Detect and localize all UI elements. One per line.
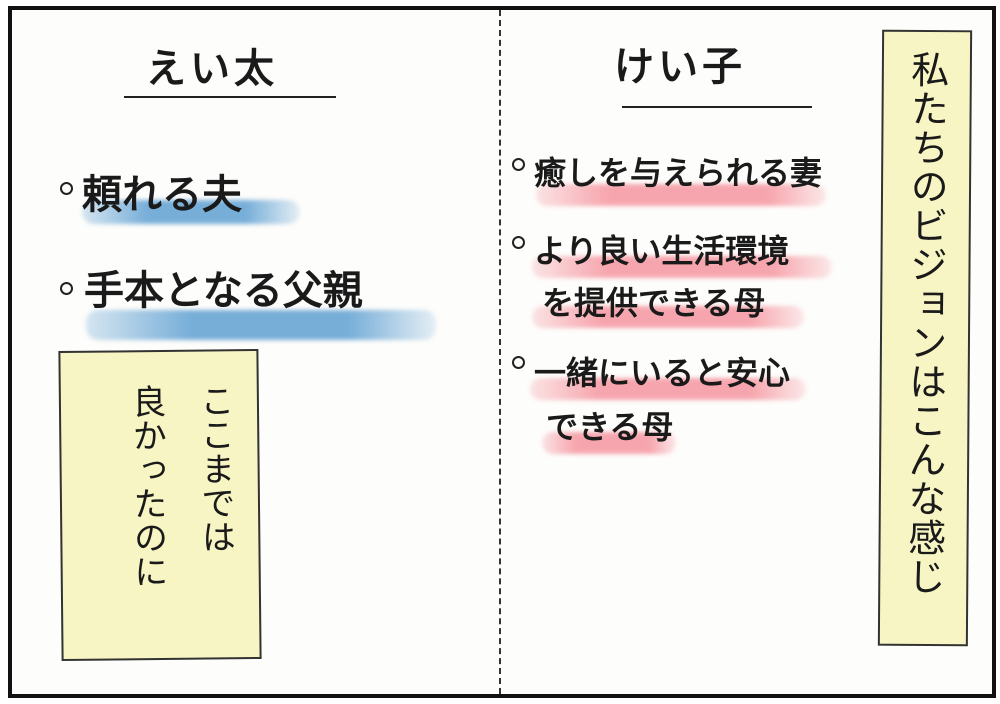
note-line-1: ここまでは	[193, 383, 236, 554]
pink-highlight	[532, 256, 832, 278]
sticky-note: ここまでは 良かったのに	[58, 348, 262, 662]
right-item-2-line-1: より良い生活環境	[534, 232, 790, 270]
left-title: えい太	[146, 46, 278, 92]
left-title-underline	[124, 96, 336, 98]
dashed-divider	[499, 10, 501, 694]
bullet-icon	[512, 158, 525, 171]
pink-highlight	[532, 306, 804, 328]
comic-panel: えい太 頼れる夫 手本となる父親 ここまでは 良かったのに けい子 癒しを与えら…	[8, 6, 996, 698]
right-item-3-line-1: 一緒にいると安心	[534, 354, 791, 392]
left-item-2: 手本となる父親	[84, 268, 363, 314]
right-title: けい子	[614, 44, 746, 90]
bullet-icon	[60, 282, 73, 295]
bullet-icon	[512, 236, 525, 249]
right-item-2-line-2: を提供できる母	[542, 284, 766, 322]
bullet-icon	[512, 356, 525, 369]
left-item-1: 頼れる夫	[82, 172, 242, 218]
note-line-2: 良かったのに	[125, 383, 168, 589]
right-item-1: 癒しを与えられる妻	[534, 154, 823, 192]
right-title-underline	[622, 106, 812, 108]
bullet-icon	[60, 182, 73, 195]
vision-note: 私たちのビジョンはこんな感じ	[877, 29, 973, 647]
pink-highlight	[536, 184, 826, 206]
pink-highlight	[530, 378, 806, 400]
pink-highlight	[542, 432, 676, 454]
right-item-3-line-2: できる母	[546, 408, 674, 446]
blue-highlight	[82, 200, 300, 224]
blue-highlight	[86, 310, 436, 340]
vision-text: 私たちのビジョンはこんな感じ	[901, 49, 950, 597]
